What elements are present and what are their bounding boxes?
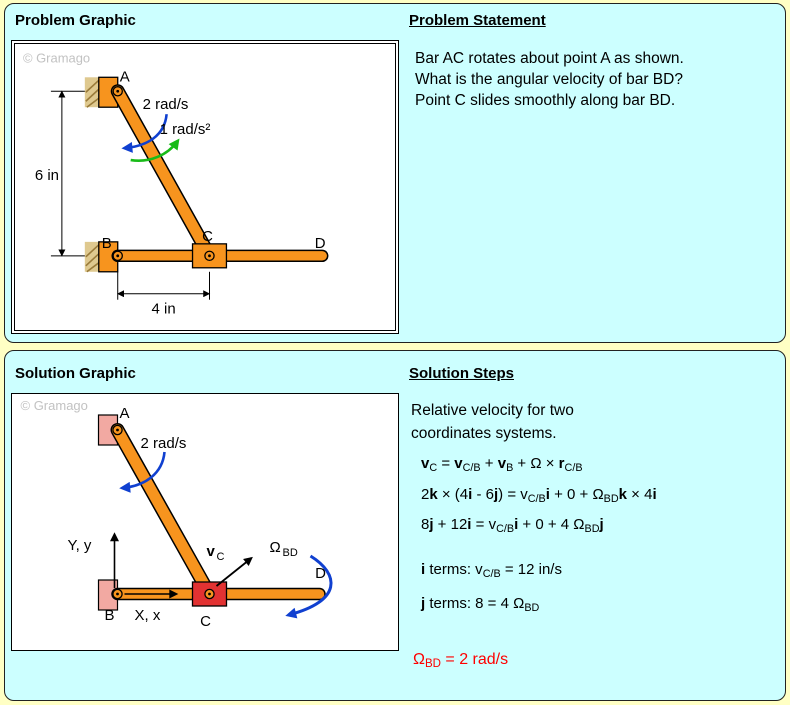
watermark: © Gramago: [21, 398, 88, 413]
intro-line: coordinates systems.: [411, 425, 557, 442]
statement-line: What is the angular velocity of bar BD?: [415, 71, 683, 88]
point-d-label: D: [315, 565, 326, 582]
angular-velocity-arrow: [119, 451, 166, 493]
problem-panel: Problem Graphic © Gramago: [4, 3, 786, 343]
omega-bd-label-subscript: BD: [283, 547, 298, 559]
solution-result: ΩBD = 2 rad/s: [413, 651, 509, 671]
equation-line: 8j + 12i = vC/Bi + 0 + 4 ΩBDj: [421, 516, 604, 536]
point-b-label: B: [104, 607, 114, 624]
point-a-label: A: [120, 68, 130, 85]
point-a-label: A: [119, 405, 129, 422]
pin-b: [112, 250, 123, 262]
problem-graphic-title: Problem Graphic: [15, 12, 136, 29]
problem-statement-text: Bar AC rotates about point A as shown. W…: [415, 48, 684, 111]
pin-a: [112, 86, 123, 97]
problem-diagram-frame: © Gramago 6 in 4 in: [11, 40, 399, 334]
vc-label: v: [207, 543, 216, 560]
problem-diagram: © Gramago 6 in 4 in: [23, 50, 329, 318]
watermark: © Gramago: [23, 50, 90, 65]
solution-intro-text: Relative velocity for two coordinates sy…: [411, 399, 574, 445]
i-terms-line: i terms: vC/B = 12 in/s: [421, 561, 562, 581]
intro-line: Relative velocity for two: [411, 402, 574, 419]
y-axis-label: Y, y: [68, 537, 92, 554]
point-c-label: C: [200, 613, 211, 630]
dim-4in-label: 4 in: [152, 301, 176, 318]
angular-velocity-label: 2 rad/s: [141, 435, 187, 452]
omega-bd-label: Ω: [270, 539, 281, 556]
angular-acceleration-arrow: [130, 138, 180, 162]
angular-velocity-label: 2 rad/s: [143, 96, 189, 113]
solution-equations: vC = vC/B + vB + Ω × rC/B 2k × (4i - 6j)…: [421, 451, 657, 543]
bar-ac: [110, 84, 217, 263]
omega-bd-arrow: [285, 554, 333, 619]
solution-panel: Solution Graphic © Gramago: [4, 350, 786, 701]
point-b-label: B: [102, 235, 112, 252]
pin-b: [112, 588, 123, 600]
pin-a: [112, 424, 123, 436]
pin-c: [204, 588, 215, 600]
point-c-label: C: [202, 228, 213, 245]
point-d-label: D: [315, 235, 326, 252]
equation-line: vC = vC/B + vB + Ω × rC/B: [421, 455, 583, 475]
angular-acceleration-label: 1 rad/s²: [160, 121, 211, 138]
solution-steps-title: Solution Steps: [409, 365, 514, 382]
solution-term-equations: i terms: vC/B = 12 in/s j terms: 8 = 4 Ω…: [421, 555, 562, 623]
pin-c: [204, 250, 215, 262]
solution-graphic-title: Solution Graphic: [15, 365, 136, 382]
statement-line: Bar AC rotates about point A as shown.: [415, 50, 684, 67]
problem-diagram-inner-frame: © Gramago 6 in 4 in: [14, 43, 396, 331]
j-terms-line: j terms: 8 = 4 ΩBD: [421, 595, 540, 615]
bar-ac: [110, 423, 217, 601]
solution-diagram: © Gramago: [21, 398, 333, 630]
problem-statement-title: Problem Statement: [409, 12, 546, 29]
dim-6in-label: 6 in: [35, 167, 59, 184]
statement-line: Point C slides smoothly along bar BD.: [415, 92, 676, 109]
angular-velocity-arrow: [121, 114, 168, 153]
equation-line: 2k × (4i - 6j) = vC/Bi + 0 + ΩBDk × 4i: [421, 485, 657, 505]
velocity-vector-c: [215, 556, 253, 587]
x-axis-label: X, x: [135, 607, 161, 624]
solution-diagram-frame: © Gramago: [11, 393, 399, 651]
wall-support-b: [84, 241, 119, 273]
vc-label-subscript: C: [217, 551, 225, 563]
